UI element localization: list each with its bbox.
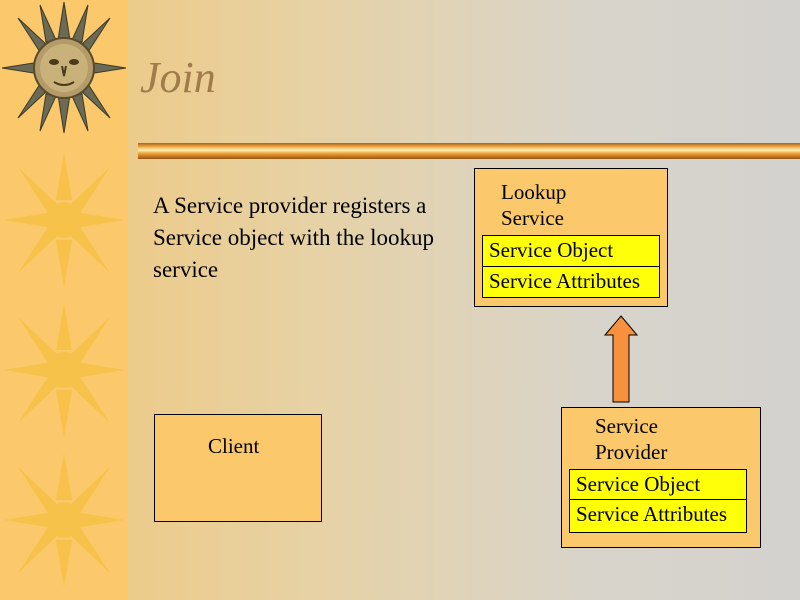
service-provider-box: Service Provider Service Object Service …: [561, 407, 761, 548]
client-box: Client: [154, 414, 322, 522]
starburst-icon: [4, 153, 124, 287]
lookup-service-object: Service Object: [482, 235, 660, 267]
provider-service-object: Service Object: [569, 469, 747, 500]
service-provider-label: Service Provider: [595, 414, 668, 464]
register-arrow: [604, 315, 638, 403]
lookup-service-box: Lookup Service Service Object Service At…: [474, 168, 668, 307]
starburst-icon: [4, 303, 124, 437]
slide-title: Join: [140, 53, 216, 102]
left-decor-strip: [0, 0, 128, 600]
lookup-service-attributes: Service Attributes: [482, 266, 660, 298]
slide-description: A Service provider registers a Service o…: [153, 193, 435, 282]
title-divider: [138, 143, 800, 159]
sun-face-icon: [1, 1, 127, 134]
starburst-icon: [4, 453, 124, 587]
client-label: Client: [208, 434, 260, 458]
lookup-service-label: Lookup Service: [501, 180, 567, 230]
provider-service-attributes: Service Attributes: [569, 499, 747, 533]
